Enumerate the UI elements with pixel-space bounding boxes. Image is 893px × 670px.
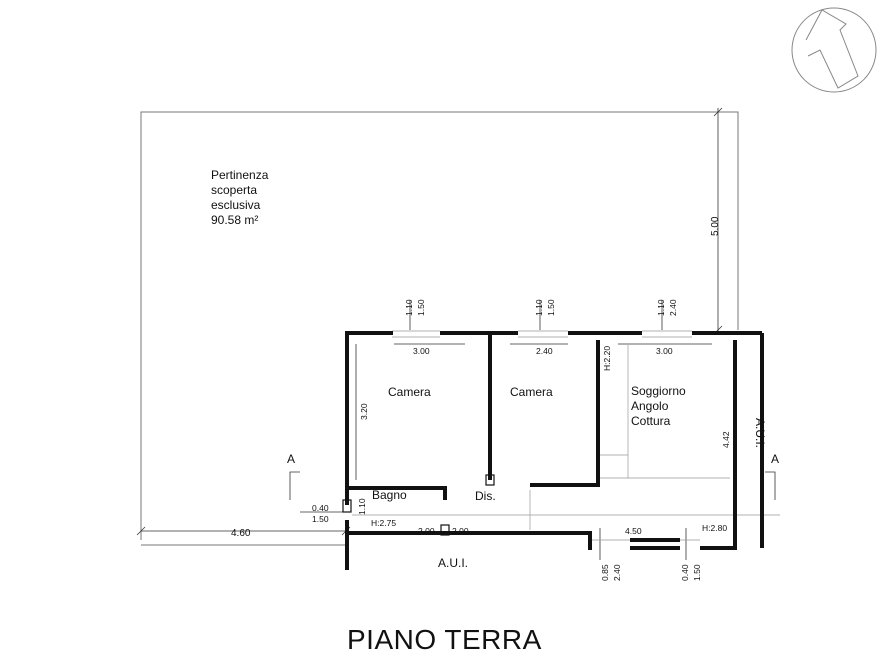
- dim-room3-width: 3.00: [656, 346, 673, 356]
- garden-label: Pertinenza scoperta esclusiva 90.58 m²: [211, 168, 268, 228]
- room-label-dis: Dis.: [475, 489, 496, 503]
- window-lines: [352, 330, 780, 541]
- section-mark-right: A: [771, 452, 780, 466]
- garden-area: 90.58 m²: [211, 213, 259, 227]
- dim-win1-sill: 1.10: [404, 299, 414, 316]
- section-markers: [289, 471, 776, 500]
- dim-height-275: H:2.75: [371, 518, 397, 528]
- dim-room1-width: 3.00: [413, 346, 430, 356]
- room-label-aui-right: A.U.I.: [753, 418, 767, 449]
- dim-door-height: 2.40: [612, 564, 622, 581]
- walls: [345, 331, 764, 570]
- dim-room2-width: 2.40: [536, 346, 553, 356]
- dim-height-280: H:2.80: [702, 523, 728, 533]
- dim-bath-win-v: 1.10: [357, 498, 367, 515]
- soggiorno-line-3: Cottura: [631, 414, 671, 428]
- dim-room3-depth: 4.42: [721, 431, 731, 448]
- dim-door-sill: 0.85: [600, 564, 610, 581]
- room-label-aui-bottom: A.U.I.: [438, 556, 469, 570]
- dim-win1-height: 1.50: [416, 299, 426, 316]
- soggiorno-line-2: Angolo: [631, 399, 669, 413]
- garden-boundary: [140, 111, 739, 546]
- dim-win2-sill: 1.10: [534, 299, 544, 316]
- garden-label-line-1: Pertinenza: [211, 168, 269, 182]
- room-label-bagno: Bagno: [372, 488, 407, 502]
- dim-win3-sill: 1.10: [656, 299, 666, 316]
- garden-label-line-3: esclusiva: [211, 198, 261, 212]
- dim-win-bottom-height: 1.50: [692, 564, 702, 581]
- dim-bath-win-height: 1.50: [312, 514, 329, 524]
- garden-label-line-2: scoperta: [211, 183, 258, 197]
- north-arrow-icon: [791, 7, 877, 93]
- dim-height-220: H:2.20: [602, 345, 612, 371]
- room-label-camera-mid: Camera: [510, 385, 553, 399]
- section-mark-left: A: [287, 452, 296, 466]
- dim-bath-win-sill: 0.40: [312, 503, 329, 513]
- room-label-soggiorno: Soggiorno Angolo Cottura: [631, 384, 686, 429]
- room-label-camera-left: Camera: [388, 385, 431, 399]
- dim-win3-height: 2.40: [668, 299, 678, 316]
- dim-bottom-c: 4.50: [625, 526, 642, 536]
- dim-bottom-a: 2.00: [418, 526, 435, 536]
- dim-bottom-b: 2.00: [452, 526, 469, 536]
- dimension-lines: [136, 107, 736, 560]
- dim-garden-width: 4.60: [231, 528, 251, 539]
- dim-win-bottom-sill: 0.40: [680, 564, 690, 581]
- dim-garden-depth: 5.00: [710, 216, 721, 236]
- wall-jambs: [342, 474, 495, 536]
- soggiorno-line-1: Soggiorno: [631, 384, 686, 398]
- dim-win2-height: 1.50: [546, 299, 556, 316]
- page-title: PIANO TERRA: [347, 624, 542, 655]
- dim-room1-depth: 3.20: [359, 403, 369, 420]
